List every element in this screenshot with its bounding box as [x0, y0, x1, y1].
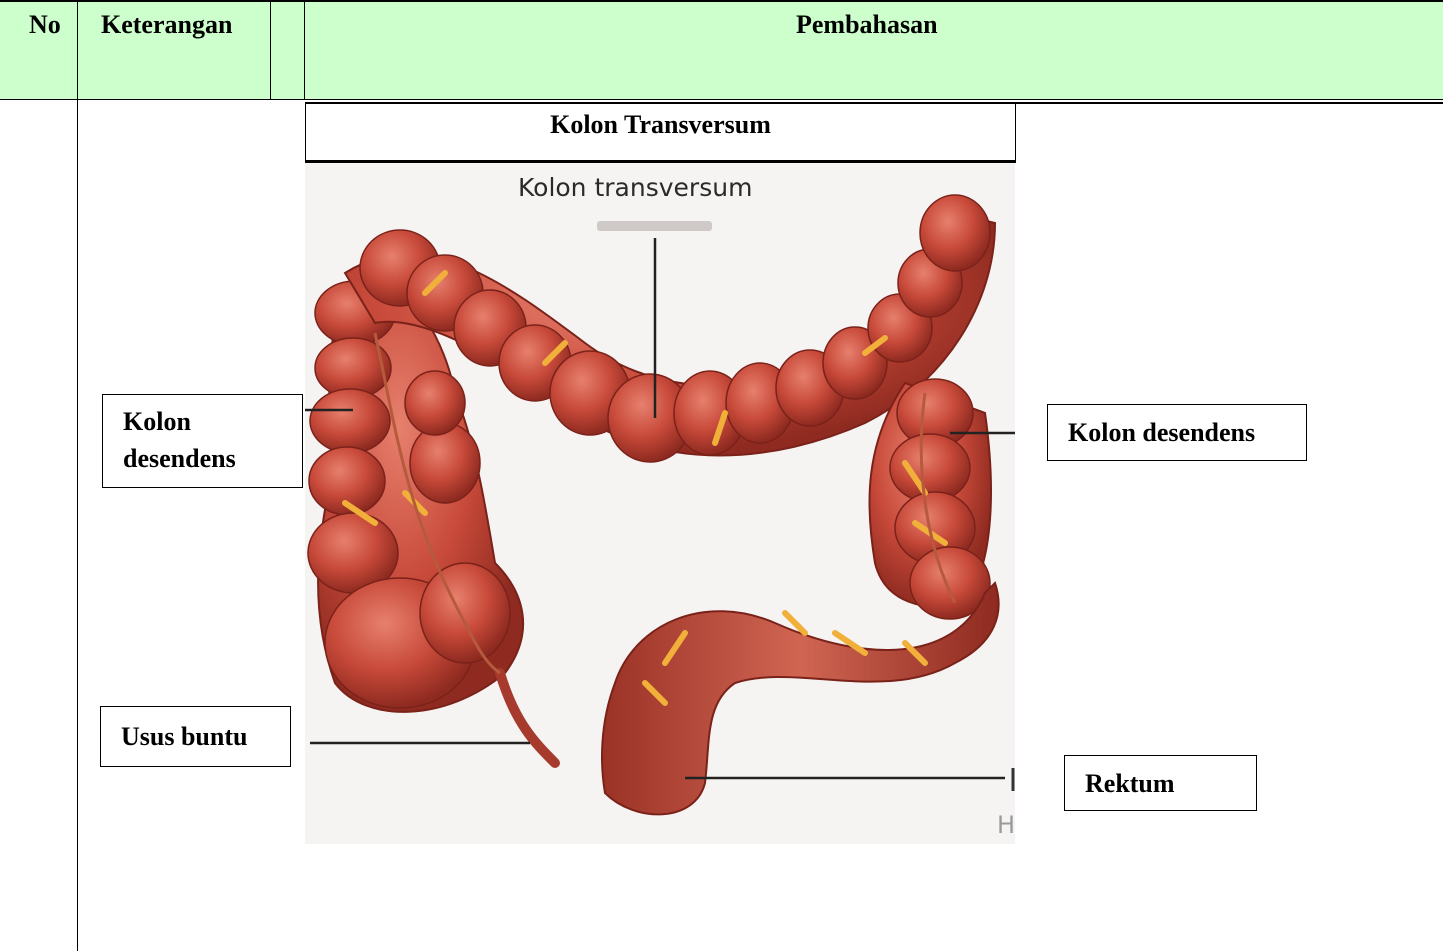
- header-keterangan: Keterangan: [101, 10, 232, 40]
- label-left-upper-line1: Kolon: [123, 403, 302, 440]
- header-top-rule: [0, 0, 1443, 2]
- label-left-lower-text: Usus buntu: [121, 718, 290, 755]
- col-divider-1: [77, 0, 78, 951]
- header-bottom-rule: [0, 99, 1443, 100]
- label-kolon-desendens-left: Kolon desendens: [102, 394, 303, 488]
- header-pembahasan: Pembahasan: [796, 10, 938, 40]
- label-right-lower-text: Rektum: [1085, 765, 1256, 802]
- colon-drawing: [305, 163, 1015, 844]
- blurred-text: [597, 221, 712, 231]
- label-kolon-desendens-right: Kolon desendens: [1047, 404, 1307, 461]
- label-left-upper-line2: desendens: [123, 440, 302, 477]
- image-label-corner: H: [997, 811, 1015, 839]
- figure-caption: Kolon Transversum: [305, 103, 1016, 163]
- image-label-top: Kolon transversum: [518, 173, 752, 202]
- label-usus-buntu: Usus buntu: [100, 706, 291, 767]
- label-rektum: Rektum: [1064, 755, 1257, 811]
- col-divider-3: [304, 0, 305, 99]
- header-no: No: [29, 10, 61, 40]
- colon-illustration: Kolon transversum H: [305, 163, 1015, 844]
- col-divider-2: [270, 0, 271, 99]
- label-right-upper-text: Kolon desendens: [1068, 414, 1306, 451]
